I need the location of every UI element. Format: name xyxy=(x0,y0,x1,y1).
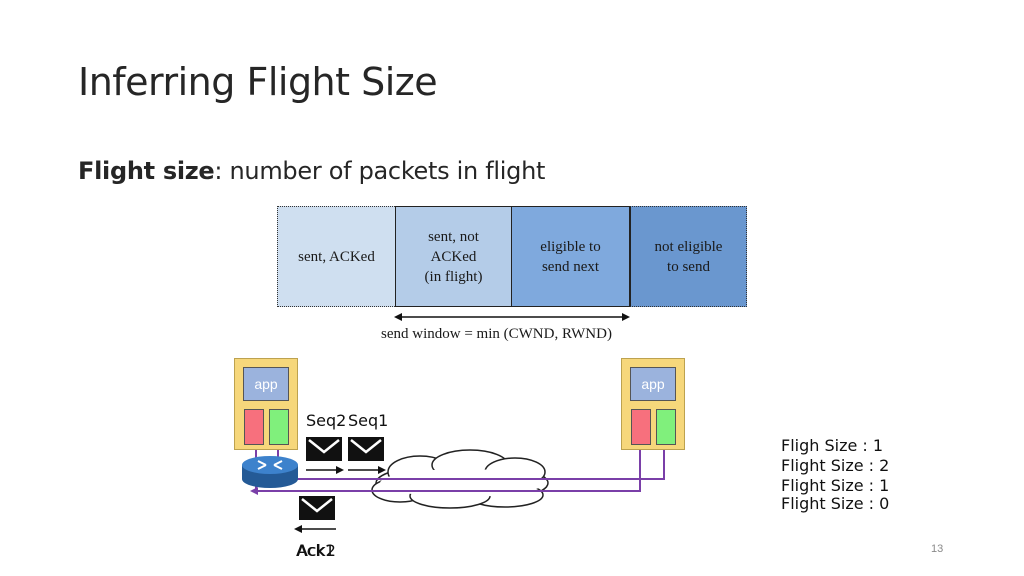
slide-subtitle: Flight size: number of packets in flight xyxy=(78,157,545,185)
segment-text: sent, not xyxy=(428,228,479,245)
sender-app: app xyxy=(243,367,289,401)
segment-text: ACKed xyxy=(430,248,477,265)
page-number: 13 xyxy=(931,543,944,555)
ack2-label: Ack2 xyxy=(297,541,336,560)
envelope-icon xyxy=(306,437,342,461)
segment-not-eligible: not eligible to send xyxy=(630,206,747,307)
ack1-label: Ack1 xyxy=(296,541,335,560)
flight-size-line: Flight Size : 1 xyxy=(781,476,890,495)
sender-buffer-red xyxy=(244,409,264,445)
seq2-label: Seq2 xyxy=(306,411,347,430)
return-arrowhead xyxy=(250,487,258,495)
slide-title: Inferring Flight Size xyxy=(78,60,438,104)
send-window-label: send window = min (CWND, RWND) xyxy=(381,326,612,342)
flight-size-line: Flight Size : 2 xyxy=(781,456,890,475)
envelope-icon xyxy=(348,437,384,461)
router-icon xyxy=(242,456,298,488)
sliding-window-bar: sent, ACKed sent, not ACKed (in flight) … xyxy=(277,206,747,307)
segment-sent-acked: sent, ACKed xyxy=(277,206,395,307)
flight-size-line: Flight Size : 0 xyxy=(781,494,890,513)
packet-arrow xyxy=(306,466,386,474)
envelope-icon xyxy=(299,496,335,520)
seq1-label: Seq1 xyxy=(348,411,389,430)
segment-text: sent, ACKed xyxy=(298,248,375,265)
segment-text: to send xyxy=(667,258,710,275)
receiver-app: app xyxy=(630,367,676,401)
receiver-buffer-red xyxy=(631,409,651,445)
segment-in-flight: sent, not ACKed (in flight) xyxy=(395,206,512,307)
subtitle-definition: : number of packets in flight xyxy=(214,157,546,185)
segment-text: not eligible xyxy=(654,238,723,255)
segment-eligible: eligible to send next xyxy=(512,206,630,307)
receiver-host: app xyxy=(621,358,685,450)
segment-text: send next xyxy=(541,258,600,275)
sender-buffer-green xyxy=(269,409,289,445)
segment-text: eligible to xyxy=(540,238,601,255)
receiver-buffer-green xyxy=(656,409,676,445)
send-window-arrow xyxy=(394,313,630,321)
flight-size-line: Fligh Size : 1 xyxy=(781,436,884,455)
segment-text: (in flight) xyxy=(424,268,483,285)
ack-arrow xyxy=(294,525,336,533)
subtitle-term: Flight size xyxy=(78,157,215,185)
sender-host: app xyxy=(234,358,298,450)
